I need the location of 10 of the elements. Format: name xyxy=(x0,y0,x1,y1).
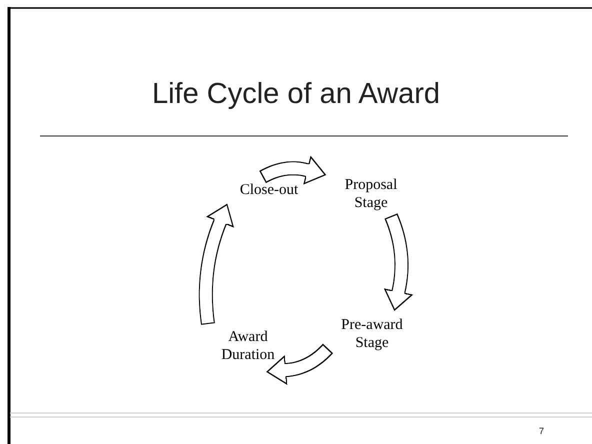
page-number: 7 xyxy=(539,426,544,436)
curved-block-arrow xyxy=(198,204,234,325)
slide-title: Life Cycle of an Award xyxy=(150,78,442,111)
curved-block-arrow xyxy=(266,344,334,386)
stage-label: Pre-award Stage xyxy=(340,316,404,352)
stage-label: Close-out xyxy=(238,181,300,199)
curved-block-arrow xyxy=(258,156,326,185)
stage-label: Proposal Stage xyxy=(344,176,398,212)
stage-label: Award Duration xyxy=(220,328,276,364)
curved-block-arrow xyxy=(384,213,414,311)
